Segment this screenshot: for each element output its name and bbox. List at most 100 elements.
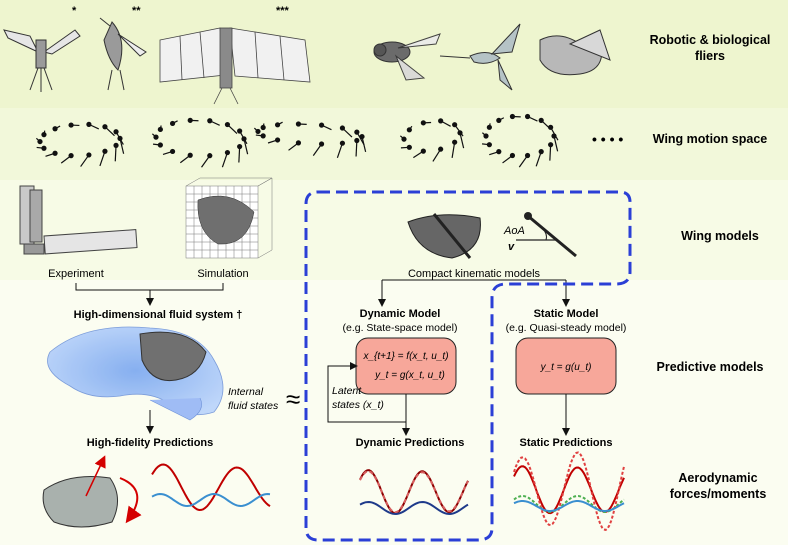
row-label-fliers-2: fliers bbox=[695, 49, 725, 63]
motion-dot bbox=[420, 120, 426, 126]
motion-dot bbox=[237, 128, 243, 134]
latent-label-1: Latent bbox=[332, 385, 362, 397]
motion-dot bbox=[52, 126, 58, 132]
marker-one: * bbox=[72, 5, 77, 17]
internal-states-1: Internal bbox=[228, 386, 264, 398]
motion-dot bbox=[438, 146, 444, 152]
row-label-predictive: Predictive models bbox=[657, 360, 764, 374]
approx-symbol: ≈ bbox=[286, 384, 300, 414]
dyn-prediction-plot bbox=[359, 469, 469, 516]
robot-flier-1 bbox=[3, 29, 81, 92]
motion-dot bbox=[438, 118, 444, 124]
motion-dot bbox=[548, 124, 554, 130]
band-wing-models bbox=[0, 180, 788, 280]
motion-dot bbox=[260, 133, 266, 139]
motion-dot bbox=[224, 121, 231, 128]
motion-dot bbox=[68, 153, 74, 159]
motion-dot bbox=[496, 149, 502, 155]
static-subtitle: (e.g. Quasi-steady model) bbox=[506, 322, 627, 334]
hf-moment-curve bbox=[151, 492, 271, 508]
robot-flier-2 bbox=[99, 17, 147, 91]
dynamic-eq1: x_{t+1} = f(x_t, u_t) bbox=[362, 351, 448, 362]
fly-insect bbox=[373, 33, 441, 81]
motion-dot bbox=[274, 122, 281, 128]
dyn-pred-curve bbox=[359, 470, 469, 514]
motion-stroke bbox=[243, 138, 249, 155]
motion-dot bbox=[496, 117, 502, 123]
motion-dot bbox=[187, 117, 193, 123]
hf-prediction-plot bbox=[151, 463, 271, 512]
aoa-label: AoA bbox=[503, 225, 525, 237]
motion-dot bbox=[102, 124, 108, 130]
motion-dot bbox=[509, 113, 516, 120]
motion-dot bbox=[339, 140, 346, 146]
internal-states-2: fluid states bbox=[228, 400, 279, 412]
dyn-pred-label: Dynamic Predictions bbox=[356, 437, 465, 449]
motion-dot bbox=[354, 137, 360, 144]
motion-dot bbox=[524, 113, 531, 120]
motion-dot bbox=[452, 122, 458, 128]
dynamic-subtitle: (e.g. State-space model) bbox=[343, 322, 458, 334]
latent-feedback-loop bbox=[327, 362, 407, 423]
hf-force-curve bbox=[151, 463, 271, 512]
motion-dot bbox=[538, 149, 544, 155]
motion-dot bbox=[153, 134, 159, 140]
motion-dot bbox=[207, 118, 213, 124]
motion-dot bbox=[354, 129, 360, 135]
row-label-motion: Wing motion space bbox=[653, 132, 768, 146]
dynamic-dashed-region bbox=[304, 190, 632, 542]
hf-pred-label: High-fidelity Predictions bbox=[87, 437, 214, 449]
motion-dot bbox=[420, 148, 426, 154]
motion-dot bbox=[524, 152, 531, 159]
motion-dot bbox=[237, 143, 243, 150]
marker-three: *** bbox=[276, 5, 290, 17]
motion-dot bbox=[295, 121, 302, 127]
motion-dot bbox=[224, 149, 231, 156]
static-pred-label: Static Predictions bbox=[520, 437, 613, 449]
motion-stroke bbox=[238, 146, 241, 163]
simulation-label: Simulation bbox=[197, 268, 248, 280]
motion-dot bbox=[169, 120, 176, 127]
motion-dot bbox=[37, 138, 43, 145]
motion-dot bbox=[52, 150, 58, 156]
band-motion bbox=[0, 108, 788, 180]
motion-dot bbox=[318, 141, 325, 147]
motion-stroke bbox=[549, 144, 552, 161]
motion-dot bbox=[68, 122, 74, 128]
motion-dot bbox=[260, 124, 266, 131]
motion-dot bbox=[339, 125, 346, 131]
row-label-fliers-1: Robotic & biological bbox=[650, 33, 771, 47]
row-label-aero-2: forces/moments bbox=[670, 487, 767, 501]
velocity-label: v bbox=[508, 241, 515, 253]
dyn-moment-curve bbox=[359, 500, 469, 516]
motion-dot bbox=[452, 139, 458, 145]
simulation-grid bbox=[185, 177, 273, 259]
motion-dot bbox=[255, 128, 261, 135]
motion-stroke bbox=[114, 145, 117, 162]
latent-label-2: states (x_t) bbox=[332, 399, 384, 411]
marker-two: ** bbox=[132, 5, 141, 17]
hummingbird bbox=[439, 23, 521, 91]
row-label-aero-1: Aerodynamic bbox=[678, 471, 757, 485]
compact-models-label: Compact kinematic models bbox=[408, 268, 541, 280]
motion-stroke bbox=[451, 142, 456, 158]
aoa-diagram bbox=[516, 212, 577, 258]
motion-dot bbox=[274, 137, 281, 143]
motion-dot bbox=[41, 145, 47, 151]
motion-dot bbox=[113, 129, 119, 135]
wing-motion-trajectories bbox=[35, 113, 559, 168]
compact-wing-shape bbox=[407, 213, 481, 259]
motion-stroke bbox=[553, 135, 559, 152]
motion-dot bbox=[157, 126, 163, 133]
motion-dot bbox=[169, 148, 176, 155]
motion-dot bbox=[187, 152, 193, 158]
band-predictive bbox=[0, 280, 788, 545]
static-eq: y_t = g(u_t) bbox=[540, 362, 592, 373]
beetle-flier bbox=[539, 29, 611, 76]
experiment-label: Experiment bbox=[48, 268, 104, 280]
static-moment-curve bbox=[513, 500, 625, 512]
motion-dot bbox=[483, 133, 489, 139]
dynamic-title: Dynamic Model bbox=[360, 308, 441, 320]
motion-dot bbox=[406, 144, 412, 150]
